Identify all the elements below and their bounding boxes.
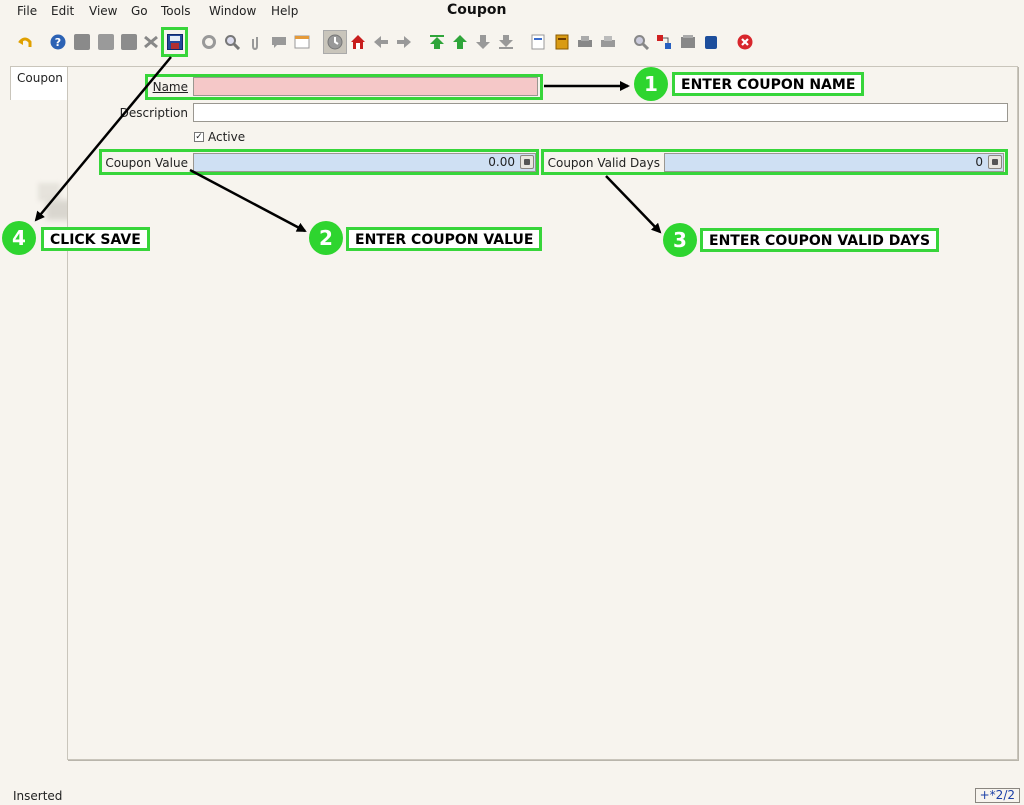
chat-icon[interactable] [271, 34, 287, 50]
menu-tools[interactable]: Tools [161, 4, 191, 18]
callout-label: ENTER COUPON VALID DAYS [700, 228, 940, 252]
description-label: Description [119, 106, 188, 120]
coupon-valid-days-label: Coupon Valid Days [547, 156, 660, 170]
active-label: Active [208, 130, 246, 144]
menu-go[interactable]: Go [131, 4, 148, 18]
callout-label: ENTER COUPON VALUE [346, 227, 543, 251]
undo-icon[interactable] [17, 34, 33, 50]
calculator-button[interactable] [988, 155, 1002, 169]
refresh-icon[interactable] [201, 34, 217, 50]
coupon-value-highlight [99, 149, 539, 175]
zoom-across-icon[interactable] [633, 34, 650, 51]
previous-record-icon[interactable] [452, 34, 468, 50]
coupon-value-text: 0.00 [488, 155, 515, 169]
active-checkbox[interactable]: ✓ [194, 132, 204, 142]
coupon-value-label: Coupon Value [105, 156, 188, 170]
last-record-icon[interactable] [498, 34, 514, 50]
name-input[interactable] [193, 77, 538, 96]
next-record-icon[interactable] [475, 34, 491, 50]
help-icon[interactable]: ? [50, 34, 66, 50]
print-icon[interactable] [600, 34, 616, 50]
product-info-icon[interactable] [680, 34, 696, 50]
calculator-button[interactable] [520, 155, 534, 169]
forward-arrow-icon[interactable] [396, 34, 412, 50]
step-badge: 3 [663, 223, 697, 257]
print-preview-icon[interactable] [577, 34, 593, 50]
close-window-icon[interactable] [737, 34, 753, 50]
form-panel [67, 66, 1018, 760]
coupon-value-input[interactable]: 0.00 [193, 153, 536, 172]
menu-edit[interactable]: Edit [51, 4, 75, 18]
coupon-valid-days-text: 0 [975, 155, 983, 169]
first-record-icon[interactable] [429, 34, 445, 50]
name-label: Name [152, 80, 188, 94]
menu-window[interactable]: Window [209, 4, 257, 18]
delete-icon[interactable] [121, 34, 137, 50]
step-badge: 1 [634, 67, 668, 101]
step-badge: 2 [309, 221, 343, 255]
tab-coupon[interactable]: Coupon [10, 66, 67, 101]
attachment-icon[interactable] [248, 34, 264, 51]
delete-selection-icon[interactable] [143, 34, 159, 50]
back-arrow-icon[interactable] [373, 34, 389, 50]
coupon-valid-days-highlight [541, 149, 1008, 175]
report-icon[interactable] [530, 34, 546, 50]
status-text: Inserted [13, 789, 63, 803]
save-highlight [161, 27, 188, 57]
copy-record-icon[interactable] [98, 34, 114, 50]
menu-bar: File Edit View Go Tools Window Help Coup… [0, 0, 1024, 22]
step-badge: 4 [2, 221, 36, 255]
lock-icon[interactable] [703, 34, 719, 50]
menu-help[interactable]: Help [271, 4, 299, 18]
archive-icon[interactable] [554, 34, 570, 50]
callout-label: ENTER COUPON NAME [672, 72, 865, 96]
toolbar: ? [0, 27, 1024, 59]
grid-toggle-icon[interactable] [294, 34, 310, 50]
tab-coupon-label: Coupon [17, 71, 63, 85]
menu-file[interactable]: File [17, 4, 38, 18]
menu-view[interactable]: View [89, 4, 118, 18]
window-title: Coupon [447, 2, 507, 18]
svg-text:?: ? [55, 36, 61, 49]
home-icon[interactable] [350, 34, 366, 50]
workflow-icon[interactable] [656, 34, 672, 50]
history-icon[interactable] [323, 30, 347, 54]
status-bar: Inserted +*2/2 [0, 786, 1024, 805]
coupon-valid-days-input[interactable]: 0 [664, 153, 1004, 172]
record-indicator[interactable]: +*2/2 [974, 788, 1020, 803]
save-icon[interactable] [167, 34, 183, 50]
search-icon[interactable] [224, 34, 241, 51]
new-record-icon[interactable] [74, 34, 90, 50]
description-input[interactable] [193, 103, 1008, 122]
callout-label: CLICK SAVE [41, 227, 150, 251]
